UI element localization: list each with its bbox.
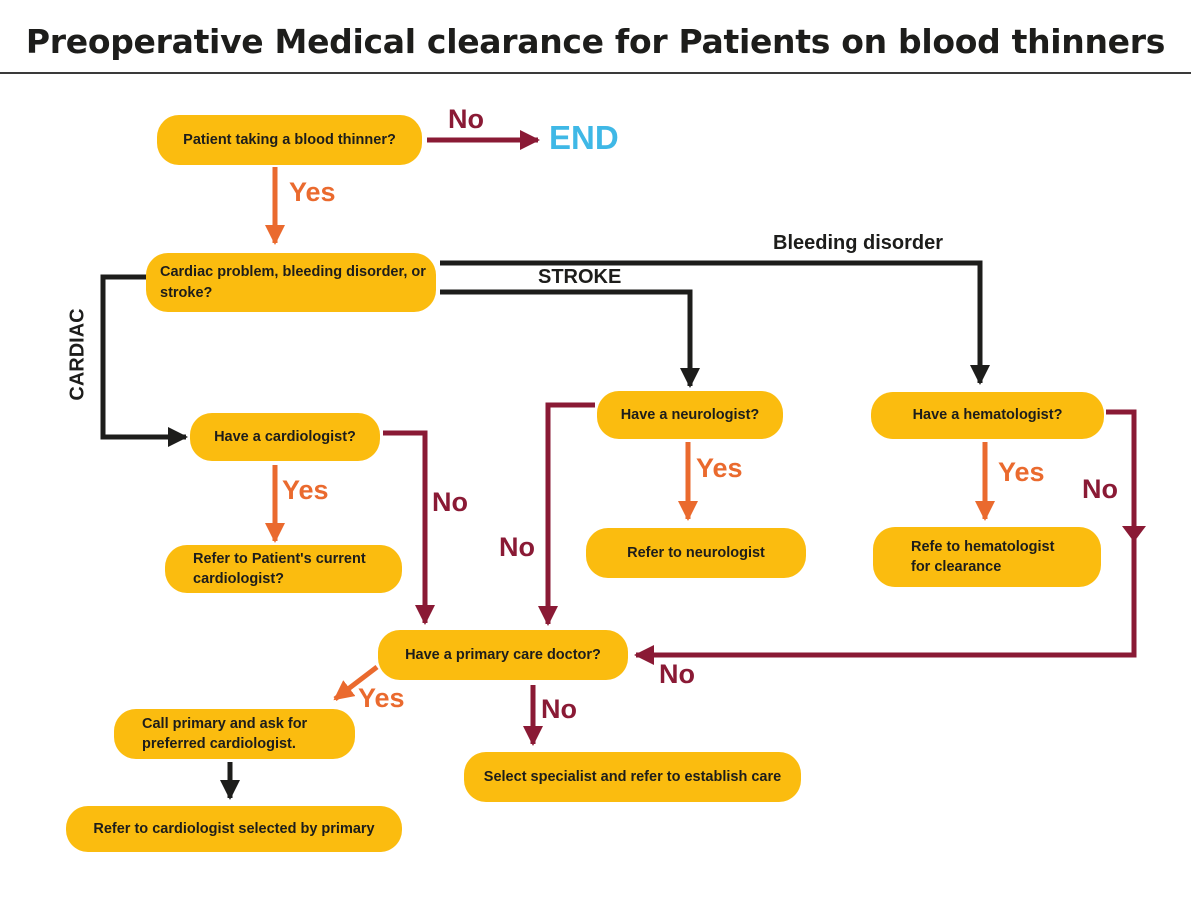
label-no-cardiologist: No (432, 487, 468, 517)
label-yes-primary: Yes (358, 683, 405, 713)
node-select-specialist: Select specialist and refer to establish… (464, 752, 801, 802)
label-cardiac: CARDIAC (66, 308, 89, 401)
label-yes-hematologist: Yes (998, 457, 1045, 487)
page-title: Preoperative Medical clearance for Patie… (25, 22, 1166, 61)
label-bleeding-disorder: Bleeding disorder (773, 232, 944, 254)
node-blood-thinner: Patient taking a blood thinner? (157, 115, 422, 165)
label-no-hematologist: No (1082, 474, 1118, 504)
node-have-neurologist: Have a neurologist? (597, 391, 783, 439)
node-call-primary: Call primary and ask for preferred cardi… (114, 709, 355, 759)
arrow-no-neurologist (538, 402, 595, 626)
arrow-bleeding-branch (440, 260, 990, 385)
node-have-hematologist: Have a hematologist? (871, 392, 1104, 439)
no-hematologist-midpoint-arrowhead (1122, 526, 1146, 542)
label-yes-cardiologist: Yes (282, 475, 329, 505)
label-no-primary: No (541, 694, 577, 724)
arrow-yes-to-call-primary (333, 665, 379, 701)
label-no-end: No (448, 104, 484, 134)
node-condition: Cardiac problem, bleeding disorder, or s… (146, 253, 436, 312)
label-no-to-primary: No (659, 659, 695, 689)
label-end: END (549, 119, 619, 156)
node-refer-neurologist: Refer to neurologist (586, 528, 806, 578)
node-refer-hematologist: Refe to hematologist for clearance (873, 527, 1101, 587)
arrow-no-cardiologist (383, 430, 435, 625)
label-yes-neurologist: Yes (696, 453, 743, 483)
label-no-neurologist: No (499, 532, 535, 562)
label-stroke: STROKE (538, 266, 622, 288)
arrow-cardiac-branch (100, 274, 188, 447)
title-divider (0, 72, 1191, 74)
node-refer-current-cardiologist: Refer to Patient's current cardiologist? (165, 545, 402, 593)
node-have-primary: Have a primary care doctor? (378, 630, 628, 680)
node-have-cardiologist: Have a cardiologist? (190, 413, 380, 461)
arrow-stroke-branch (440, 289, 700, 388)
node-refer-selected-cardiologist: Refer to cardiologist selected by primar… (66, 806, 402, 852)
label-yes-blood-thinner: Yes (289, 177, 336, 207)
